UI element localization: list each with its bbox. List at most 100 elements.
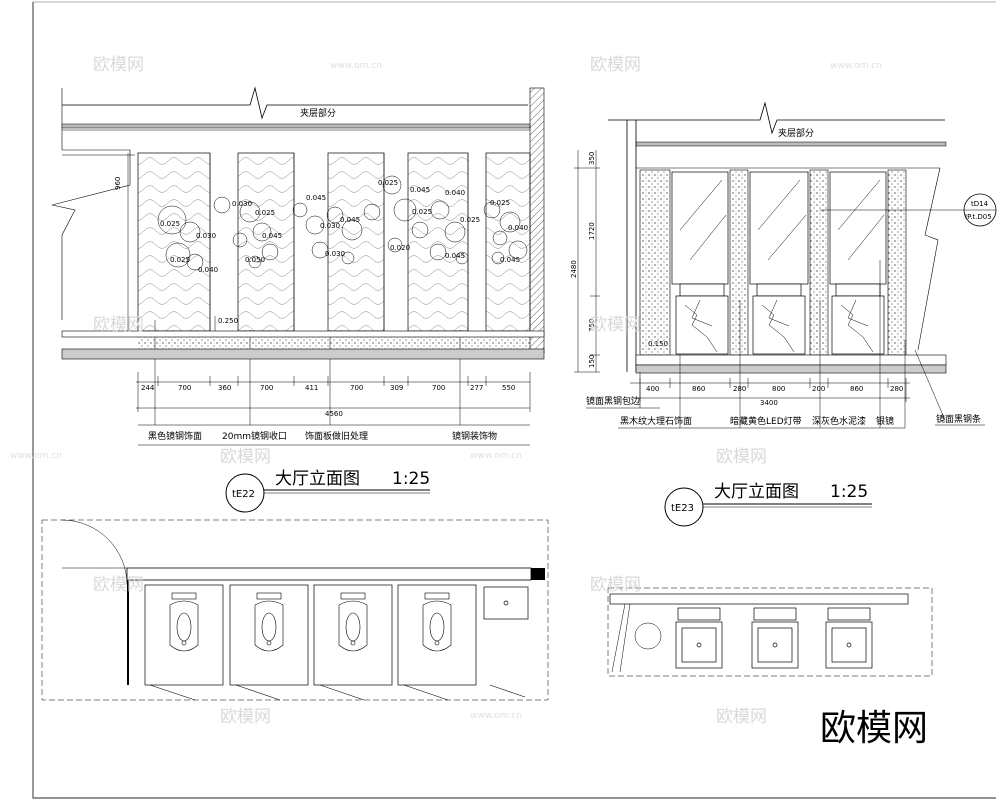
svg-text:280: 280 — [733, 385, 746, 393]
svg-text:200: 200 — [812, 385, 825, 393]
sink-plan — [607, 587, 933, 677]
decorative-circles — [157, 175, 528, 271]
svg-text:欧模网: 欧模网 — [220, 707, 271, 727]
svg-text:150: 150 — [588, 355, 596, 368]
svg-text:0.040: 0.040 — [445, 189, 465, 197]
drawing-scale: 1:25 — [392, 469, 430, 489]
drawing-title: 大厅立面图 — [275, 469, 360, 489]
svg-text:3400: 3400 — [760, 399, 778, 407]
svg-text:www.om.cn: www.om.cn — [470, 451, 522, 461]
note-steel-strip: 镜面黑钢条 — [936, 413, 981, 425]
svg-text:277: 277 — [470, 384, 483, 392]
vanity-units — [675, 283, 885, 355]
urinal-plan — [41, 519, 549, 701]
svg-text:0.045: 0.045 — [410, 186, 430, 194]
svg-text:欧模网: 欧模网 — [590, 55, 641, 75]
svg-text:1720: 1720 — [588, 222, 596, 240]
svg-text:0.045: 0.045 — [306, 194, 326, 202]
svg-text:700: 700 — [350, 384, 363, 392]
svg-text:0.025: 0.025 — [378, 179, 398, 187]
brand-logo: 欧模网 — [820, 708, 928, 749]
svg-text:www.om.cn: www.om.cn — [470, 711, 522, 721]
svg-text:镜钢装饰物: 镜钢装饰物 — [452, 430, 497, 442]
wall-panels — [137, 152, 531, 332]
svg-text:2480: 2480 — [570, 260, 578, 278]
note-black-steel-edge: 镜面黑钢包边 — [586, 395, 640, 407]
svg-text:欧模网: 欧模网 — [93, 55, 144, 75]
svg-text:www.om.cn: www.om.cn — [830, 61, 882, 71]
svg-text:20mm镜钢收口: 20mm镜钢收口 — [222, 430, 287, 442]
urinal-stalls — [144, 584, 529, 686]
drawing-tag-right: tE23 — [671, 503, 694, 514]
svg-text:黑色镜钢饰面: 黑色镜钢饰面 — [148, 430, 202, 442]
svg-text:0.025: 0.025 — [460, 216, 480, 224]
svg-text:欧模网: 欧模网 — [716, 447, 767, 467]
svg-text:0.040: 0.040 — [198, 266, 218, 274]
svg-text:0.025: 0.025 — [412, 208, 432, 216]
watermarks: 欧模网 www.om.cn 欧模网 www.om.cn 欧模网 欧模网 欧模网 … — [10, 55, 882, 727]
svg-text:www.om.cn: www.om.cn — [330, 61, 382, 71]
svg-text:700: 700 — [178, 384, 191, 392]
svg-text:0.025: 0.025 — [255, 209, 275, 217]
dimension-chain: 244 700 360 700 411 700 309 700 277 550 … — [141, 384, 515, 418]
svg-text:0.025: 0.025 — [160, 220, 180, 228]
drawing-tag: tE22 — [232, 489, 255, 500]
svg-text:www.om.cn: www.om.cn — [10, 451, 62, 461]
material-notes: 黑色镜钢饰面 20mm镜钢收口 饰面板做旧处理 镜钢装饰物 — [148, 430, 497, 442]
mezzanine-label: 夹层部分 — [300, 107, 336, 119]
svg-text:350: 350 — [588, 152, 596, 165]
svg-text:860: 860 — [692, 385, 705, 393]
svg-text:550: 550 — [502, 384, 515, 392]
svg-text:银镜: 银镜 — [876, 415, 894, 427]
svg-text:400: 400 — [646, 385, 659, 393]
svg-text:0.045: 0.045 — [445, 252, 465, 260]
svg-text:0.025: 0.025 — [170, 256, 190, 264]
material-notes-right: 黑木纹大理石饰面 暗藏黄色LED灯带 深灰色水泥漆 银镜 — [620, 415, 894, 427]
svg-text:0.030: 0.030 — [325, 250, 345, 258]
svg-text:280: 280 — [890, 385, 903, 393]
svg-text:欧模网: 欧模网 — [716, 707, 767, 727]
stall-doors — [149, 684, 526, 701]
right-elevation: 夹层部分 — [570, 101, 997, 527]
svg-text:欧模网: 欧模网 — [93, 575, 144, 595]
svg-text:0.030: 0.030 — [320, 222, 340, 230]
svg-text:411: 411 — [305, 384, 318, 392]
drawing-title-right: 大厅立面图 — [714, 482, 799, 502]
svg-text:0.045: 0.045 — [340, 216, 360, 224]
svg-text:欧模网: 欧模网 — [590, 315, 641, 335]
detail-ref-number: tD14 — [971, 200, 989, 208]
vertical-dims: 350 1720 2480 750 150 — [570, 152, 596, 368]
svg-text:244: 244 — [141, 384, 155, 392]
svg-text:0.050: 0.050 — [245, 256, 265, 264]
drawing-scale-right: 1:25 — [830, 482, 868, 502]
svg-text:黑木纹大理石饰面: 黑木纹大理石饰面 — [620, 415, 692, 427]
svg-text:0.040: 0.040 — [508, 224, 528, 232]
svg-text:暗藏黄色LED灯带: 暗藏黄色LED灯带 — [730, 415, 802, 427]
svg-text:0.045: 0.045 — [262, 232, 282, 240]
svg-text:深灰色水泥漆: 深灰色水泥漆 — [812, 415, 866, 427]
height-dim: 960 — [114, 177, 122, 190]
svg-text:4560: 4560 — [325, 410, 343, 418]
level-marker: 0.250 — [218, 317, 238, 325]
svg-text:800: 800 — [772, 385, 785, 393]
svg-text:0.025: 0.025 — [490, 199, 510, 207]
svg-text:700: 700 — [432, 384, 445, 392]
svg-text:0.045: 0.045 — [500, 256, 520, 264]
svg-text:700: 700 — [260, 384, 273, 392]
detail-ref-sheet: IP.t.D05 — [965, 213, 992, 221]
mirrors — [671, 171, 887, 285]
svg-text:欧模网: 欧模网 — [220, 447, 271, 467]
svg-text:750: 750 — [588, 319, 596, 332]
sheet-border — [32, 2, 996, 799]
svg-text:饰面板做旧处理: 饰面板做旧处理 — [305, 430, 368, 442]
svg-text:360: 360 — [218, 384, 231, 392]
level-marker-right: 0.150 — [648, 340, 668, 348]
mezzanine-label-right: 夹层部分 — [778, 127, 814, 139]
svg-text:欧模网: 欧模网 — [590, 575, 641, 595]
svg-text:0.030: 0.030 — [232, 200, 252, 208]
dimension-chain-right: 400 860 280 800 200 860 280 3400 — [646, 385, 903, 407]
svg-text:欧模网: 欧模网 — [93, 315, 144, 335]
